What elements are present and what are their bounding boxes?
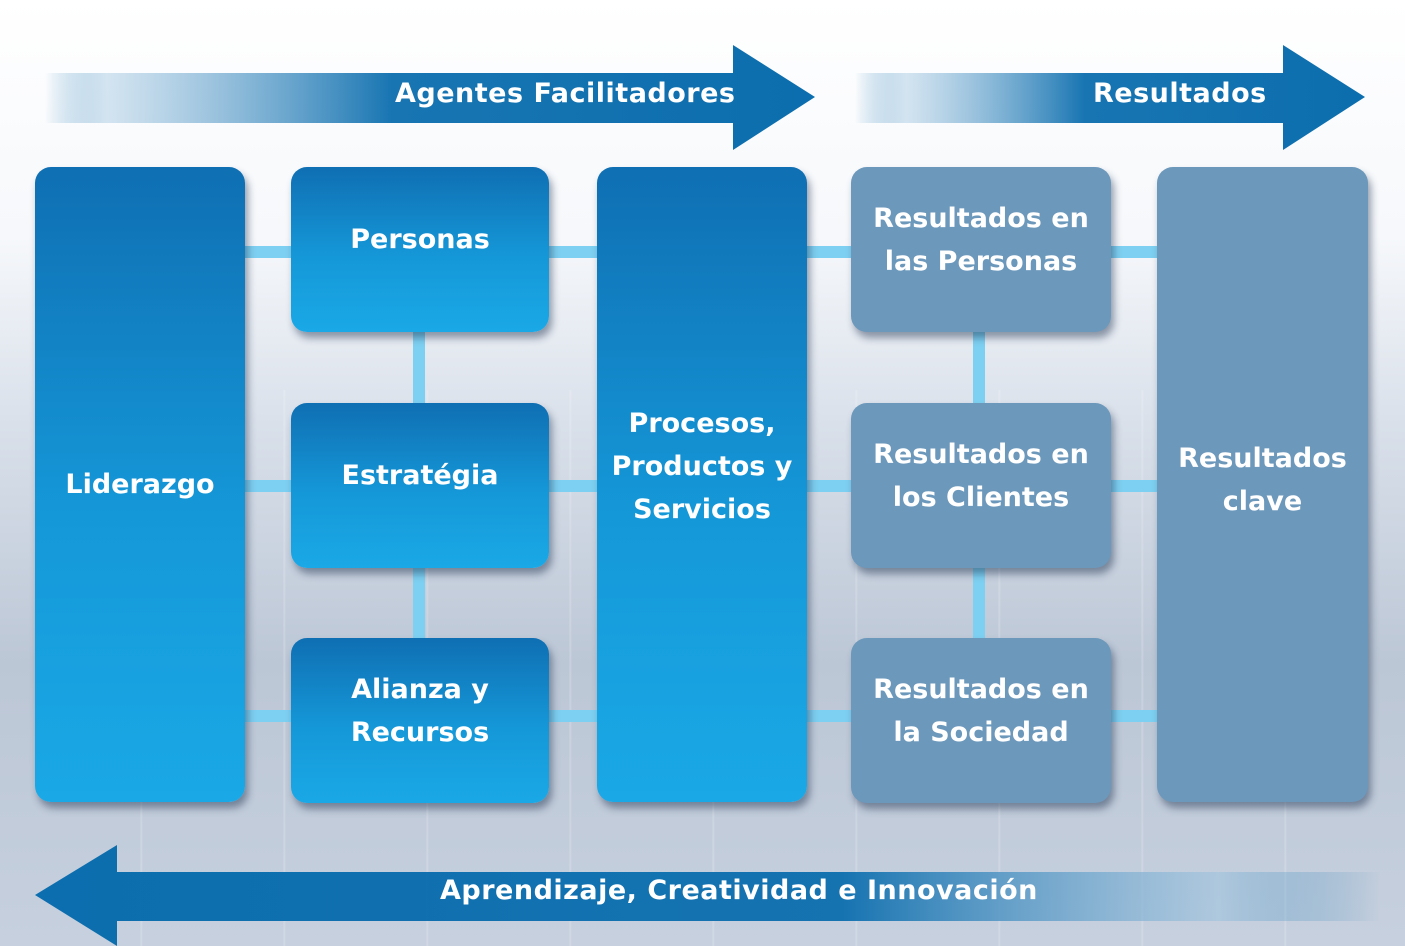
connector [973, 566, 985, 640]
people-results-label: Resultados en las Personas [873, 202, 1089, 277]
connector [806, 710, 854, 722]
people-label: Personas [350, 224, 490, 255]
learning-arrow-shape [35, 845, 1380, 946]
connector [806, 246, 854, 258]
leadership-label: Liderazgo [65, 469, 215, 500]
partnerships-label: Alianza y Recursos [350, 673, 490, 748]
customer-results-box: Resultados en los Clientes [851, 403, 1111, 568]
connector [1110, 480, 1160, 492]
connector [548, 480, 598, 492]
connector [1110, 710, 1160, 722]
customer-results-label: Resultados en los Clientes [873, 438, 1089, 513]
connector [245, 710, 293, 722]
learning-arrow: Aprendizaje, Creatividad e Innovación [35, 845, 1380, 946]
key-results-box: Resultados clave [1157, 167, 1368, 802]
connector [973, 330, 985, 404]
connector [806, 480, 854, 492]
connector [245, 480, 293, 492]
society-results-box: Resultados en la Sociedad [851, 638, 1111, 803]
results-label: Resultados [1093, 78, 1267, 109]
connector [1110, 246, 1160, 258]
enablers-arrow: Agentes Facilitadores [45, 45, 815, 150]
strategy-label: Estratégia [341, 460, 499, 491]
results-arrow: Resultados [855, 45, 1365, 150]
people-results-box: Resultados en las Personas [851, 167, 1111, 332]
strategy-box: Estratégia [291, 403, 549, 568]
connector [548, 246, 598, 258]
enablers-arrow-shape [45, 45, 815, 150]
society-results-label: Resultados en la Sociedad [873, 673, 1089, 748]
connector [413, 330, 425, 404]
connector [413, 566, 425, 640]
leadership-box: Liderazgo [35, 167, 245, 802]
connector [245, 246, 293, 258]
processes-label: Procesos, Productos y Servicios [611, 408, 793, 525]
enablers-label: Agentes Facilitadores [395, 78, 736, 109]
connector [548, 710, 598, 722]
partnerships-box: Alianza y Recursos [291, 638, 549, 803]
results-arrow-shape [855, 45, 1365, 150]
key-results-label: Resultados clave [1178, 442, 1347, 517]
people-box: Personas [291, 167, 549, 332]
processes-box: Procesos, Productos y Servicios [597, 167, 807, 802]
learning-label: Aprendizaje, Creatividad e Innovación [440, 875, 1038, 906]
